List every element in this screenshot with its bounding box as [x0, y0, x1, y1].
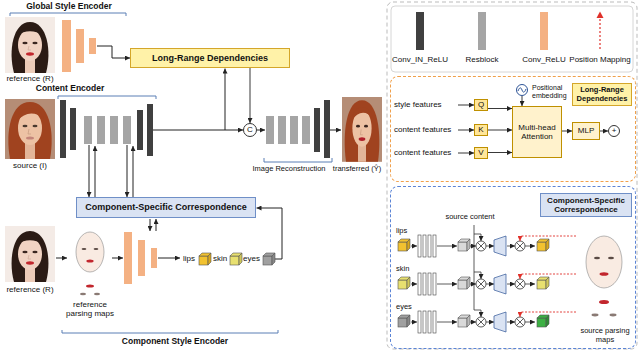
text-label: source parsing maps [578, 327, 632, 344]
parsing-map [586, 236, 622, 316]
value-box: V [474, 147, 488, 159]
attention-box: Multi-head Attention [512, 106, 562, 158]
transferred-face [342, 97, 382, 162]
legend-text: Conv_IN_ReLU [386, 55, 454, 64]
component-row [398, 310, 576, 333]
node-text: Multi-head Attention [516, 123, 558, 141]
embedding-circle: Positional embedding [516, 84, 528, 96]
text-label: skin [213, 254, 230, 263]
text-label: source content [440, 213, 500, 222]
reference-face [5, 17, 55, 73]
connector [250, 68, 251, 123]
arrow-head [597, 12, 604, 19]
text-label: eyes [243, 254, 262, 263]
attention-module-box: Long-Range Dependencies [130, 48, 290, 68]
component-row [398, 234, 576, 257]
style-encoder [62, 20, 130, 72]
connector [488, 108, 512, 109]
connector [600, 131, 608, 132]
text-label: reference (R) [0, 285, 60, 294]
legend-text: Position Mapping [566, 55, 634, 64]
legend-swatch [416, 12, 424, 50]
text-label: reference (R) [0, 74, 60, 83]
legend-swatch [540, 12, 548, 50]
text-label: source (I) [0, 161, 60, 170]
node-text: K [478, 126, 483, 134]
key-box: K [474, 124, 488, 136]
sum-circle: + [608, 125, 620, 137]
text-label: content features [394, 125, 456, 134]
node-text: + [612, 127, 617, 135]
node-text: Q [478, 101, 484, 109]
text-label: lips [396, 227, 420, 236]
text-label: eyes [396, 303, 420, 312]
query-box: Q [474, 99, 488, 111]
legend-text: Resblock [448, 55, 516, 64]
input-arrow [458, 105, 474, 153]
text-label: transferred (Ŷ) [329, 165, 385, 174]
panel-heading: Component-Specific Correspondence [540, 193, 632, 217]
text-label: reference parsing maps [64, 300, 116, 318]
wave-line [518, 88, 526, 92]
text-label: Content Encoder [20, 84, 120, 94]
node-text: V [478, 149, 483, 157]
node-text: MLP [578, 126, 594, 135]
text-label: Component Style Encoder [80, 337, 270, 347]
node-caption: Positional embedding [532, 84, 569, 100]
connector [522, 96, 523, 106]
node-text: Long-Range Dependencies [152, 53, 268, 63]
legend-swatch [478, 12, 486, 50]
flow-arrow [56, 69, 341, 260]
concat-circle: C [243, 123, 257, 137]
feature-cube [199, 253, 275, 265]
text-label: content features [394, 148, 456, 157]
component-row [398, 272, 576, 295]
connector [488, 130, 512, 131]
connector [562, 131, 572, 132]
mlp-box: MLP [572, 122, 600, 140]
content-encoder [60, 100, 153, 158]
bracket [10, 13, 332, 333]
text-label: lips [183, 254, 198, 263]
node-text: Component-Specific Correspondence [85, 202, 247, 212]
reference-face [5, 226, 55, 282]
node-text: C [247, 126, 253, 134]
content-trunk [474, 225, 475, 310]
connector [488, 152, 512, 153]
text-label: skin [396, 265, 420, 274]
source-face [5, 99, 55, 159]
detail-panel: Component-Specific Correspondence [390, 186, 636, 349]
wave-symbol [517, 85, 527, 95]
correspondence-box: Component-Specific Correspondence [76, 197, 256, 218]
text-label: Global Style Encoder [10, 2, 128, 12]
legend-sample [595, 11, 605, 51]
parsing-map [76, 232, 104, 295]
component-encoder [124, 232, 157, 284]
decoder [266, 100, 330, 158]
dotted-arrow [599, 17, 600, 49]
column-frame [387, 2, 637, 349]
text-label: style features [394, 100, 456, 109]
text-label: Image Reconstruction [250, 165, 328, 174]
panel-heading: Long-Range Dependencies [572, 83, 632, 106]
legend-text: Conv_ReLU [510, 55, 578, 64]
